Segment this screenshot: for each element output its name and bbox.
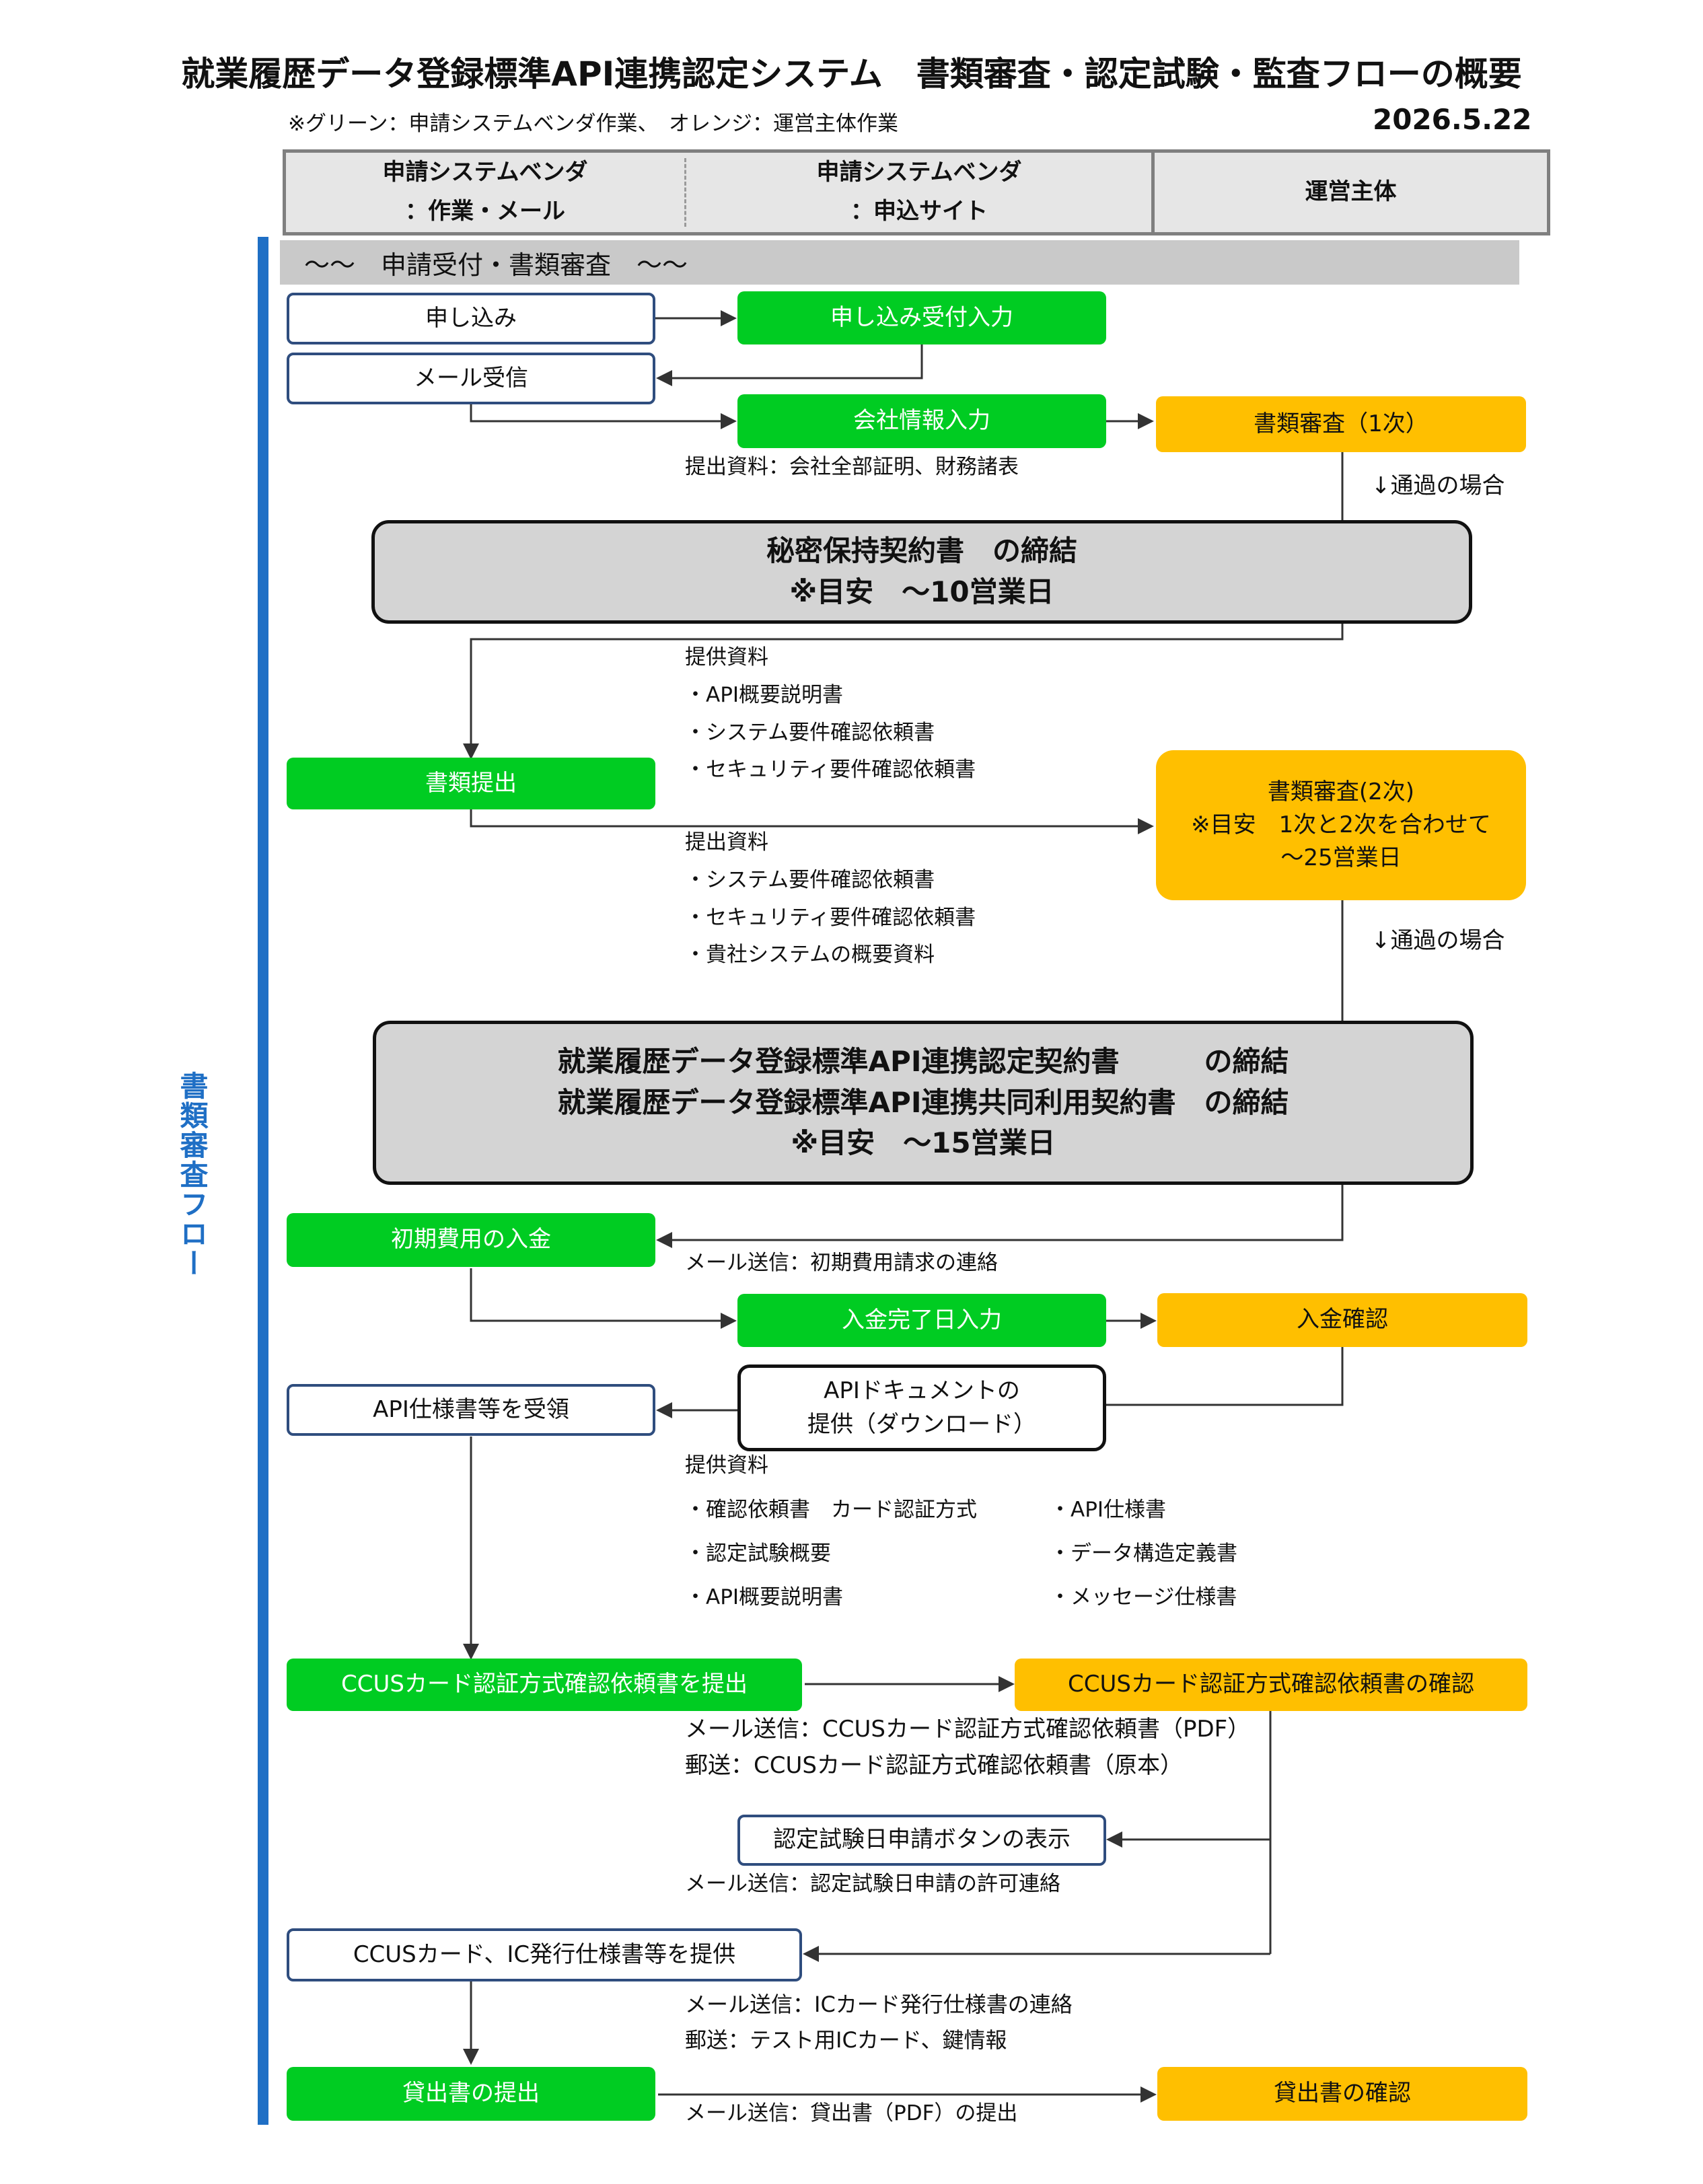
section-band: 〜〜 申請受付・書類審査 〜〜 bbox=[280, 240, 1519, 285]
lane-header-vendor-work: 申請システムベンダ ：作業・メール bbox=[382, 159, 588, 225]
lane-header: 申請システムベンダ ：作業・メール 申請システムベンダ ：申込サイト 運営主体 bbox=[283, 149, 1550, 235]
lane-header-vendor-site: 申請システムベンダ ：申込サイト bbox=[816, 159, 1022, 225]
document-date: 2026.5.22 bbox=[1373, 103, 1532, 136]
note-submit2: 提出資料 ・システム要件確認依頼書 ・セキュリティ要件確認依頼書 ・貴社システム… bbox=[685, 830, 976, 968]
note-mail-ic: メール送信：ICカード発行仕様書の連絡 郵送：テスト用ICカード、鍵情報 bbox=[685, 1992, 1073, 2053]
note-submit1: 提出資料：会社全部証明、財務諸表 bbox=[685, 455, 1019, 479]
apply-box: 申し込み bbox=[287, 293, 655, 344]
connector-submit-to-review2 bbox=[470, 809, 1154, 834]
connector-contracts-to-payment bbox=[656, 1184, 1344, 1248]
loan-submit-box: 貸出書の提出 bbox=[287, 2067, 655, 2121]
lane-divider bbox=[1151, 153, 1155, 232]
note-mail-loan: メール送信：貸出書（PDF）の提出 bbox=[685, 2101, 1018, 2125]
lane-header-operator: 運営主体 bbox=[1305, 178, 1397, 206]
review2-box: 書類審査(2次) ※目安 1次と2次を合わせて 〜25営業日 bbox=[1156, 750, 1526, 900]
ccus-provide-box: CCUSカード、IC発行仕様書等を提供 bbox=[287, 1928, 802, 1981]
connector-confirm-to-download bbox=[1106, 1346, 1344, 1406]
nda-box: 秘密保持契約書 の締結 ※目安 〜10営業日 bbox=[371, 520, 1472, 624]
mail-receive-box: メール受信 bbox=[287, 353, 655, 404]
page-title: 就業履歴データ登録標準API連携認定システム 書類審査・認定試験・監査フローの概… bbox=[181, 54, 1522, 94]
connector-mail-to-company bbox=[470, 404, 737, 429]
api-download-box: APIドキュメントの 提供（ダウンロード） bbox=[737, 1364, 1106, 1451]
connector-payment-to-dateinput bbox=[470, 1268, 737, 1329]
review1-box: 書類審査（1次） bbox=[1156, 396, 1526, 452]
note-provide2-title: 提供資料 bbox=[685, 1453, 768, 1478]
ccus-submit-box: CCUSカード認証方式確認依頼書を提出 bbox=[287, 1659, 802, 1711]
ccus-confirm-box: CCUSカード認証方式確認依頼書の確認 bbox=[1015, 1659, 1527, 1711]
flow-side-label: 書類審査フロー bbox=[176, 1071, 209, 1278]
note-provide2-left: ・確認依頼書 カード認証方式 ・認定試験概要 ・API概要説明書 bbox=[685, 1498, 977, 1610]
connector-nda-to-submit bbox=[463, 622, 1344, 760]
receive-api-box: API仕様書等を受領 bbox=[287, 1384, 655, 1436]
note-mail-test: メール送信：認定試験日申請の許可連絡 bbox=[685, 1872, 1060, 1896]
note-mail-ccus: メール送信：CCUSカード認証方式確認依頼書（PDF） 郵送：CCUSカード認証… bbox=[685, 1716, 1251, 1780]
contracts-box: 就業履歴データ登録標準API連携認定契約書 の締結 就業履歴データ登録標準API… bbox=[373, 1021, 1474, 1185]
note-provide2-right: ・API仕様書 ・データ構造定義書 ・メッセージ仕様書 bbox=[1050, 1498, 1237, 1610]
payment-confirm-box: 入金確認 bbox=[1157, 1293, 1527, 1347]
loan-confirm-box: 貸出書の確認 bbox=[1157, 2067, 1527, 2121]
payment-date-input-box: 入金完了日入力 bbox=[737, 1294, 1106, 1347]
connector-input-to-mail bbox=[656, 342, 923, 386]
initial-payment-box: 初期費用の入金 bbox=[287, 1213, 655, 1267]
submit-docs-box: 書類提出 bbox=[287, 758, 655, 809]
lane-divider-dashed bbox=[684, 158, 686, 227]
note-provide1: 提供資料 ・API概要説明書 ・システム要件確認依頼書 ・セキュリティ要件確認依… bbox=[685, 645, 976, 782]
company-input-box: 会社情報入力 bbox=[737, 394, 1106, 448]
color-legend: ※グリーン：申請システムベンダ作業、 オレンジ：運営主体作業 bbox=[288, 112, 898, 136]
test-button-box: 認定試験日申請ボタンの表示 bbox=[737, 1815, 1106, 1866]
note-mail-initial: メール送信：初期費用請求の連絡 bbox=[685, 1251, 998, 1275]
note-pass1: ↓通過の場合 bbox=[1371, 472, 1505, 499]
apply-input-box: 申し込み受付入力 bbox=[737, 291, 1106, 344]
flow-side-bar bbox=[258, 237, 268, 2125]
note-pass2: ↓通過の場合 bbox=[1371, 927, 1505, 954]
